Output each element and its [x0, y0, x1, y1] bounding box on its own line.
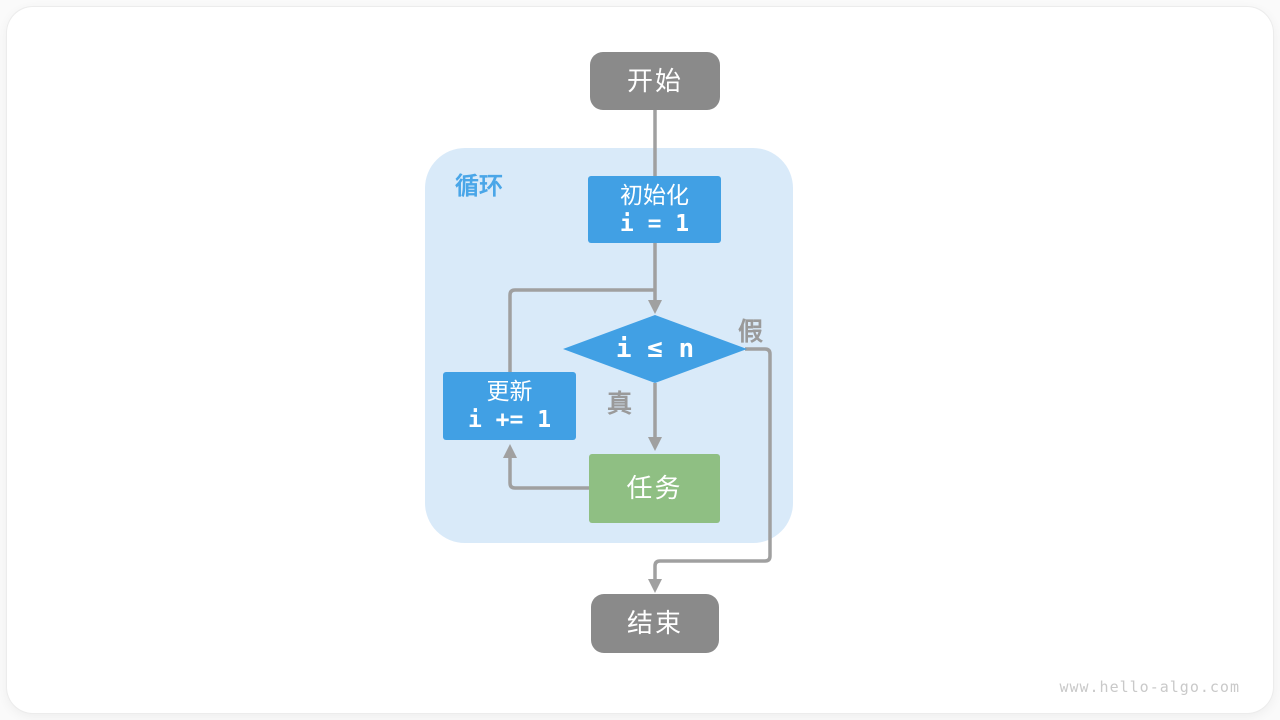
update-node: 更新 i += 1 [443, 372, 576, 440]
init-code: i = 1 [619, 210, 690, 237]
arrowhead-end [648, 579, 662, 593]
connector-false-to-end [653, 347, 772, 580]
arrowhead-task [648, 437, 662, 451]
branch-true-label: 真 [607, 390, 633, 418]
arrowhead-condition [648, 300, 662, 314]
task-node: 任务 [589, 454, 720, 523]
start-node: 开始 [590, 52, 720, 110]
arrowhead-update [503, 444, 517, 458]
loop-label: 循环 [455, 173, 503, 200]
connector-task-to-update [508, 457, 589, 490]
condition-label: i ≤ n [615, 333, 695, 364]
watermark: www.hello-algo.com [1059, 678, 1240, 696]
update-code: i += 1 [467, 407, 552, 433]
init-node: 初始化 i = 1 [588, 176, 721, 243]
branch-false-label: 假 [738, 318, 764, 346]
update-label: 更新 [486, 378, 533, 405]
end-node: 结束 [591, 594, 719, 653]
connector-update-loopback [508, 288, 654, 373]
init-label: 初始化 [620, 181, 689, 208]
